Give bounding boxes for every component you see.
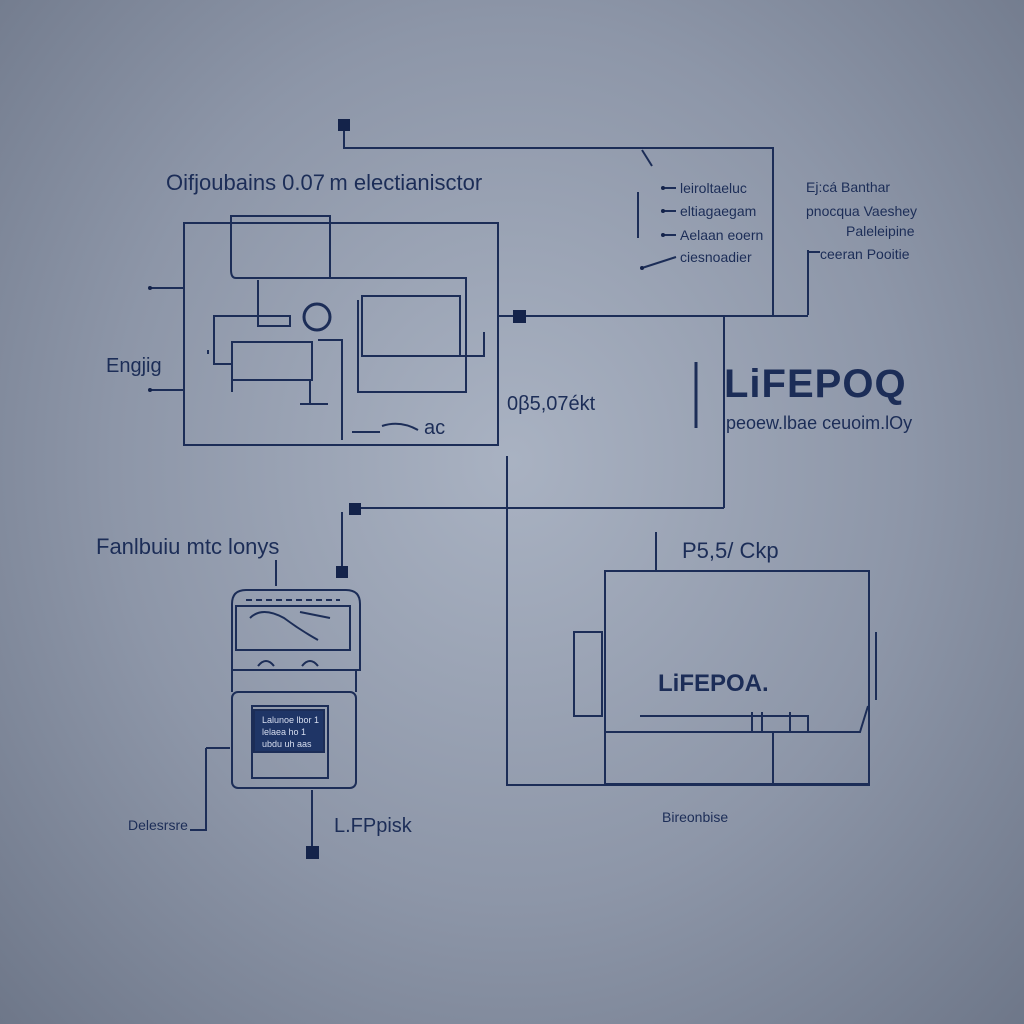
pack-inner-rail bbox=[640, 715, 809, 732]
engine-foot bbox=[300, 380, 328, 405]
device-body bbox=[231, 589, 361, 671]
device-middle bbox=[231, 670, 357, 692]
callout-2: eltiagaegam bbox=[680, 203, 757, 219]
engine-base bbox=[231, 341, 313, 381]
callout-dot-3 bbox=[661, 233, 665, 237]
engine-cylinder bbox=[361, 295, 461, 357]
callout-dot-2 bbox=[661, 209, 665, 213]
device-screen bbox=[253, 709, 325, 753]
engine-mount bbox=[257, 315, 291, 327]
device-screen-line-2: lelaea ho 1 bbox=[262, 727, 307, 737]
engine-lower-run bbox=[352, 422, 419, 433]
engine-top-block bbox=[230, 215, 331, 279]
pack-lower-line bbox=[605, 705, 869, 733]
callout-dot-1 bbox=[661, 186, 665, 190]
node-top bbox=[338, 119, 350, 131]
callout-3: Aelaan eoern bbox=[680, 227, 764, 243]
engine-lead-dot bbox=[148, 286, 152, 290]
bottom-left-label: Delesrsre bbox=[128, 817, 188, 833]
motor-ring bbox=[302, 302, 332, 332]
device-label: L.FPpisk bbox=[334, 815, 412, 837]
brand-main: LiFEPOQ bbox=[724, 362, 907, 406]
node-device-feed bbox=[349, 503, 361, 515]
engine-frame bbox=[258, 277, 467, 393]
right-note-4: ceeran Pooitie bbox=[820, 246, 910, 262]
callout-1: leiroltaeluc bbox=[680, 180, 747, 196]
node-device-bottom bbox=[306, 846, 319, 859]
device-left-wire bbox=[190, 748, 207, 831]
engine-enclosure bbox=[183, 222, 499, 446]
top-title: Oifjoubains 0.07 m electianisctor bbox=[166, 170, 483, 195]
left-label: Engjig bbox=[106, 355, 162, 377]
device-eye-l bbox=[257, 660, 275, 667]
engine-bottom-wire bbox=[318, 339, 343, 440]
bottom-left-title: Fanlbuiu mtc lonys bbox=[96, 534, 280, 559]
node-device-top bbox=[336, 566, 348, 578]
top-slant-tick bbox=[641, 149, 653, 167]
device-lower-body bbox=[231, 691, 357, 789]
pack-title: P5,5/ Ckp bbox=[682, 538, 779, 563]
pack-body bbox=[604, 570, 870, 785]
device-top-lid bbox=[235, 605, 351, 651]
brand-sub: peoew.lbae ceuoim.lOy bbox=[726, 413, 913, 433]
callout-tick-4 bbox=[641, 256, 677, 269]
device-feed-wire bbox=[355, 507, 724, 512]
right-note-3: Paleleipine bbox=[846, 223, 915, 239]
engine-frame-inner bbox=[213, 280, 259, 392]
right-note-1: Ej:cá Banthar bbox=[806, 179, 891, 195]
pack-brand: LiFEPOA. bbox=[658, 670, 769, 697]
mid-value: 0β5,07ékt bbox=[507, 393, 596, 415]
callout-4: ciesnoadier bbox=[680, 249, 752, 265]
pack-loop-wire bbox=[506, 456, 870, 786]
pack-caption: Bireonbise bbox=[662, 809, 729, 825]
top-feed-wire bbox=[343, 125, 774, 315]
right-note-2: pnocqua Vaeshey bbox=[806, 203, 918, 219]
callout-dot-4 bbox=[640, 266, 644, 270]
device-screen-line-3: ubdu uh aas bbox=[262, 739, 312, 749]
motor-caption: ac bbox=[424, 417, 446, 439]
engine-shaft bbox=[460, 332, 485, 357]
device-window bbox=[251, 705, 329, 779]
device-screen-line-1: Lalunoe lbor 1 bbox=[262, 715, 320, 725]
engine-lead-dot-2 bbox=[148, 388, 152, 392]
pack-side-cell bbox=[573, 631, 603, 717]
pack-inner-post bbox=[751, 712, 791, 732]
device-inner-lines bbox=[249, 611, 331, 641]
device-eye-r bbox=[301, 660, 319, 667]
node-engine-out bbox=[513, 310, 526, 323]
